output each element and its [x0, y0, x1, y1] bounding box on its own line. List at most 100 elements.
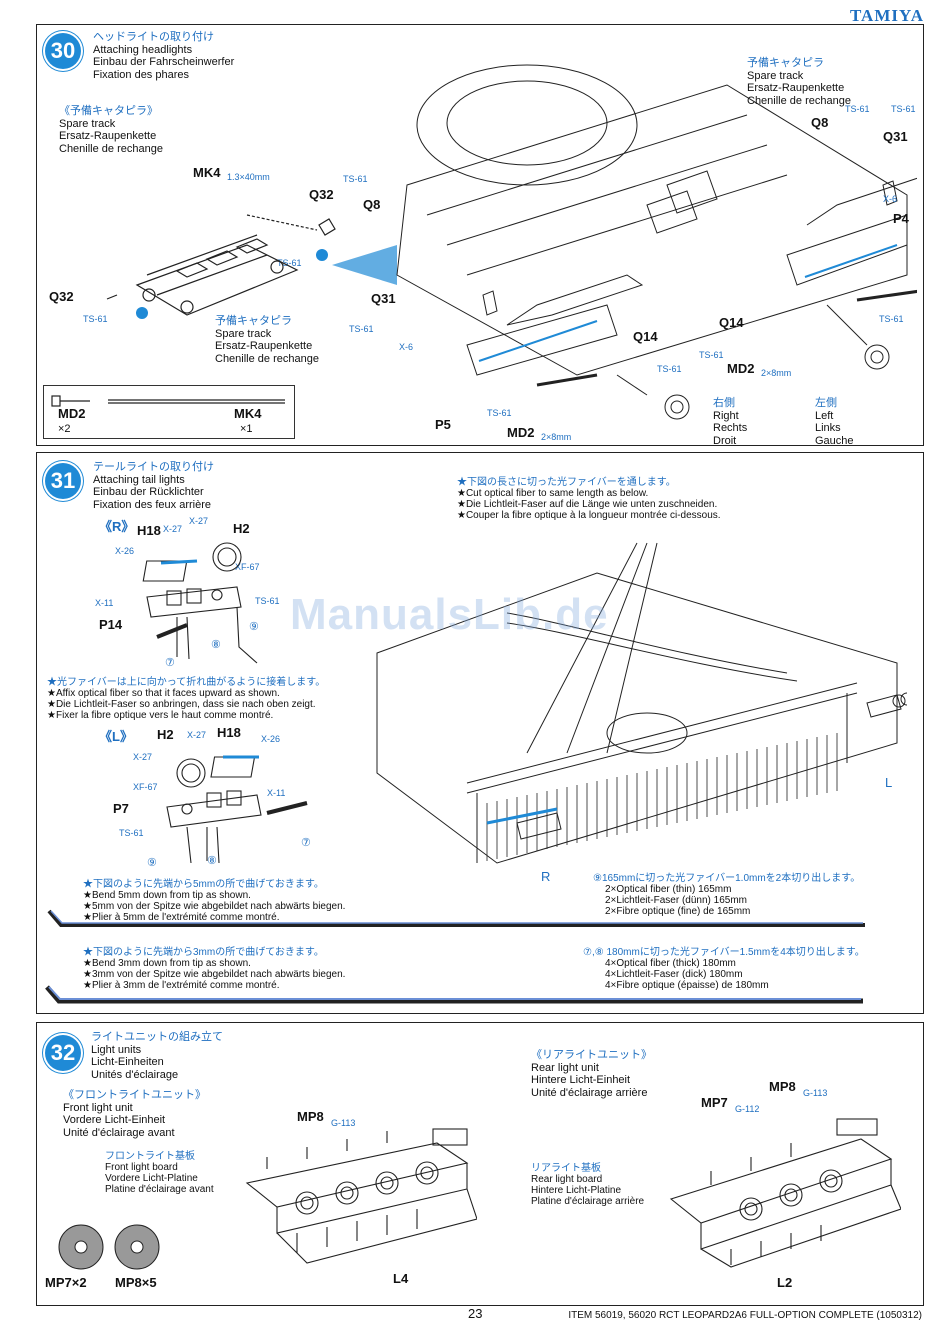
part-h18: H18 — [137, 523, 161, 538]
front-light-unit-drawing — [245, 1128, 477, 1264]
paint-x27: X-27 — [189, 516, 209, 526]
paint-x11: X-11 — [95, 598, 114, 608]
paint-ts61: TS-61 — [845, 104, 870, 114]
part-p7: P7 — [113, 801, 129, 816]
paint-ts61: TS-61 — [255, 596, 280, 606]
page-number: 23 — [468, 1306, 483, 1321]
part-code: G-113 — [331, 1118, 356, 1128]
fiber-7: ⑦ — [301, 837, 311, 849]
part-p5: P5 — [435, 417, 451, 432]
paint-ts61: TS-61 — [343, 174, 368, 184]
legend-md2: MD2 — [58, 406, 86, 421]
spare-track-drawing — [106, 214, 397, 319]
fiber-8: ⑧ — [207, 855, 217, 867]
step-title: テールライトの取り付け Attaching tail lights Einbau… — [93, 461, 214, 511]
paint-ts61: TS-61 — [699, 350, 724, 360]
fiber-165mm-drawing — [47, 909, 865, 927]
right-unit-label: 《R》 — [99, 519, 135, 534]
front-unit-heading: 《フロントライトユニット》 Front light unit Vordere L… — [63, 1089, 206, 1139]
paint-ts61: TS-61 — [891, 104, 916, 114]
cut-fiber-note: ★下図の長さに切った光ファイバーを通します。 ★Cut optical fibe… — [457, 477, 721, 521]
paint-x6: X-6 — [883, 194, 898, 204]
part-q32: Q32 — [309, 187, 334, 202]
step-31-panel: 31 テールライトの取り付け Attaching tail lights Ein… — [36, 452, 924, 1014]
part-p14: P14 — [99, 617, 123, 632]
legend-mk4-qty: ×1 — [240, 423, 253, 435]
paint-x6: X-6 — [399, 342, 414, 352]
part-q31: Q31 — [371, 291, 396, 306]
paint-ts61: TS-61 — [487, 408, 512, 418]
part-q8: Q8 — [363, 197, 381, 212]
part-code: G-113 — [803, 1088, 828, 1098]
left-tail-light-drawing — [166, 755, 308, 864]
part-size: 1.3×40mm — [227, 172, 270, 182]
part-p4: P4 — [893, 211, 909, 226]
front-board-label: フロントライト基板 Front light board Vordere Lich… — [105, 1151, 214, 1195]
fiber-9: ⑨ — [147, 857, 157, 869]
part-mp8: MP8 — [297, 1109, 324, 1124]
fiber-9: ⑨ — [249, 621, 259, 633]
part-md2: MD2 — [507, 425, 535, 440]
step-30-panel: 30 ヘッドライトの取り付け Attaching headlights Einb… — [36, 24, 924, 447]
step-number: 31 — [45, 463, 81, 499]
part-q14: Q14 — [719, 315, 744, 330]
part-q8: Q8 — [811, 115, 829, 130]
fiber-180mm-drawing — [45, 985, 863, 1004]
paint-x11: X-11 — [267, 788, 286, 798]
paint-x26: X-26 — [115, 546, 135, 556]
fiber-8: ⑧ — [211, 639, 221, 651]
right-tail-light-drawing — [142, 542, 258, 664]
rear-board-label: リアライト基板 Rear light board Hintere Licht-P… — [531, 1163, 645, 1207]
rear-light-unit-drawing — [669, 1118, 901, 1268]
footer-item-text: ITEM 56019, 56020 RCT LEOPARD2A6 FULL-OP… — [568, 1310, 922, 1321]
part-h18: H18 — [217, 725, 241, 740]
rear-r-marker: R — [541, 869, 551, 884]
part-l4: L4 — [393, 1271, 409, 1286]
step-title: ヘッドライトの取り付け Attaching headlights Einbau … — [93, 31, 235, 81]
watermark: ManualsLib.de — [290, 590, 609, 639]
part-mp8: MP8 — [769, 1079, 796, 1094]
legend-mp8: MP8×5 — [115, 1275, 157, 1290]
spare-track-heading: 《予備キャタピラ》 Spare track Ersatz-Raupenkette… — [59, 105, 163, 155]
part-h2: H2 — [157, 727, 174, 742]
left-unit-label: 《L》 — [99, 729, 133, 744]
bend-3mm-note: ★下図のように先端から3mmの所で曲げておきます。 ★Bend 3mm down… — [83, 947, 346, 991]
part-q32: Q32 — [49, 289, 74, 304]
paint-x27: X-27 — [133, 752, 153, 762]
part-mp7: MP7 — [701, 1095, 728, 1110]
legend-parts-drawing — [51, 395, 285, 407]
paint-ts61: TS-61 — [83, 314, 108, 324]
part-q14: Q14 — [633, 329, 658, 344]
paint-xf67: XF-67 — [133, 782, 158, 792]
paint-x27: X-27 — [187, 730, 207, 740]
part-code: G-112 — [735, 1104, 760, 1114]
part-q31: Q31 — [883, 129, 908, 144]
paint-xf67: XF-67 — [235, 562, 260, 572]
rear-l-marker: L — [885, 775, 893, 790]
spare-track-caption: 予備キャタピラ Spare track Ersatz-Raupenkette C… — [747, 57, 851, 107]
right-side-label: 右側 Right Rechts Droit — [713, 397, 748, 447]
fiber-78-note: ⑦,⑧ 180mmに切った光ファイバー1.5mmを4本切り出します。 4×Opt… — [583, 947, 865, 991]
parts-legend: MD2 ×2 MK4 ×1 — [43, 385, 295, 439]
affix-fiber-note: ★光ファイバーは上に向かって折れ曲がるように接着します。 ★Affix opti… — [47, 677, 326, 721]
left-side-label: 左側 Left Links Gauche — [815, 397, 854, 447]
part-md2: MD2 — [727, 361, 755, 376]
paint-ts61: TS-61 — [119, 828, 144, 838]
spare-track-caption: 予備キャタピラ Spare track Ersatz-Raupenkette C… — [215, 315, 319, 365]
step-title: ライトユニットの組み立て Light units Licht-Einheiten… — [91, 1031, 223, 1081]
step-number: 30 — [45, 33, 81, 69]
paint-x27: X-27 — [163, 524, 183, 534]
paint-ts61: TS-61 — [879, 314, 904, 324]
paint-x26: X-26 — [261, 734, 281, 744]
part-size: 2×8mm — [761, 368, 792, 378]
rear-unit-heading: 《リアライトユニット》 Rear light unit Hintere Lich… — [531, 1049, 652, 1099]
legend-mk4: MK4 — [234, 406, 262, 421]
part-mk4: MK4 — [193, 165, 221, 180]
bend-5mm-note: ★下図のように先端から5mmの所で曲げておきます。 ★Bend 5mm down… — [83, 879, 346, 923]
part-h2: H2 — [233, 521, 250, 536]
legend-md2-qty: ×2 — [58, 423, 71, 435]
legend-mp7: MP7×2 — [45, 1275, 87, 1290]
brand-logo: TAMIYA — [849, 6, 924, 25]
hull-headlight-drawing — [396, 64, 917, 420]
paint-ts61: TS-61 — [277, 258, 302, 268]
